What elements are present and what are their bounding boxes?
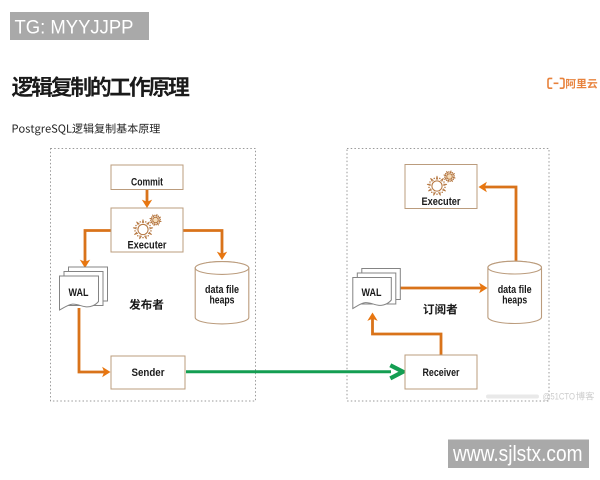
svg-text:data file: data file <box>498 284 532 296</box>
svg-text:Receiver: Receiver <box>423 367 461 379</box>
svg-text:heaps: heaps <box>210 295 235 307</box>
svg-text:Executer: Executer <box>422 196 462 208</box>
svg-text:heaps: heaps <box>502 295 527 307</box>
svg-text:WAL: WAL <box>362 287 382 299</box>
svg-text:@51CTO: @51CTO <box>543 392 576 402</box>
svg-text:data file: data file <box>205 284 239 296</box>
svg-text:Executer: Executer <box>128 240 168 252</box>
svg-text:WAL: WAL <box>69 287 89 299</box>
svg-text:Sender: Sender <box>132 367 166 379</box>
svg-text:Commit: Commit <box>131 176 163 188</box>
svg-text:www.sjlstx.com: www.sjlstx.com <box>452 441 582 466</box>
svg-text:TG: MYYJJPP: TG: MYYJJPP <box>15 16 134 38</box>
